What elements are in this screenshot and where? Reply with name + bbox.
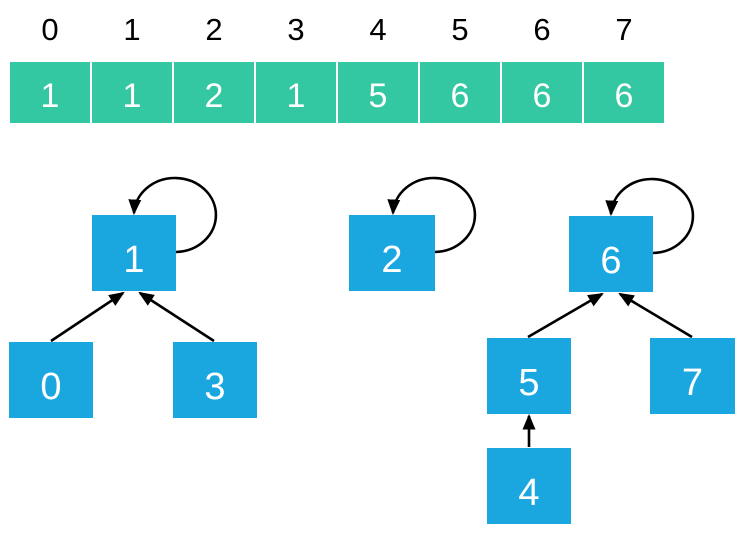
array-index-0: 0 <box>41 12 59 47</box>
array-cell-4: 5 <box>338 62 418 123</box>
array-cell-2: 2 <box>174 62 254 123</box>
array-index-5: 5 <box>451 12 469 47</box>
tree-node-6: 6 <box>569 216 653 292</box>
array-cell-7: 6 <box>584 62 664 123</box>
edge-3-to-1 <box>138 291 215 343</box>
array-index-4: 4 <box>369 12 387 47</box>
tree-node-5: 5 <box>487 338 571 414</box>
array-index-1: 1 <box>123 12 141 47</box>
array-index-row: 0 1 2 3 4 5 6 7 <box>10 6 664 54</box>
edge-7-to-6 <box>618 292 693 339</box>
tree-node-0: 0 <box>9 342 93 418</box>
tree-node-2: 2 <box>349 215 435 291</box>
tree-node-1: 1 <box>92 215 176 291</box>
edge-5-to-6 <box>527 292 604 339</box>
array-cell-3: 1 <box>256 62 336 123</box>
array-cell-6: 6 <box>502 62 582 123</box>
tree-node-4: 4 <box>487 448 571 524</box>
tree-node-3: 3 <box>173 342 257 418</box>
array-index-3: 3 <box>287 12 305 47</box>
tree-node-7: 7 <box>650 338 735 414</box>
array-cell-1: 1 <box>92 62 172 123</box>
array-cell-5: 6 <box>420 62 500 123</box>
array-index-6: 6 <box>533 12 551 47</box>
parent-array-row: 1 1 2 1 5 6 6 6 <box>10 62 664 123</box>
edge-0-to-1 <box>50 291 125 343</box>
array-index-2: 2 <box>205 12 223 47</box>
array-index-7: 7 <box>615 12 633 47</box>
array-cell-0: 1 <box>10 62 90 123</box>
